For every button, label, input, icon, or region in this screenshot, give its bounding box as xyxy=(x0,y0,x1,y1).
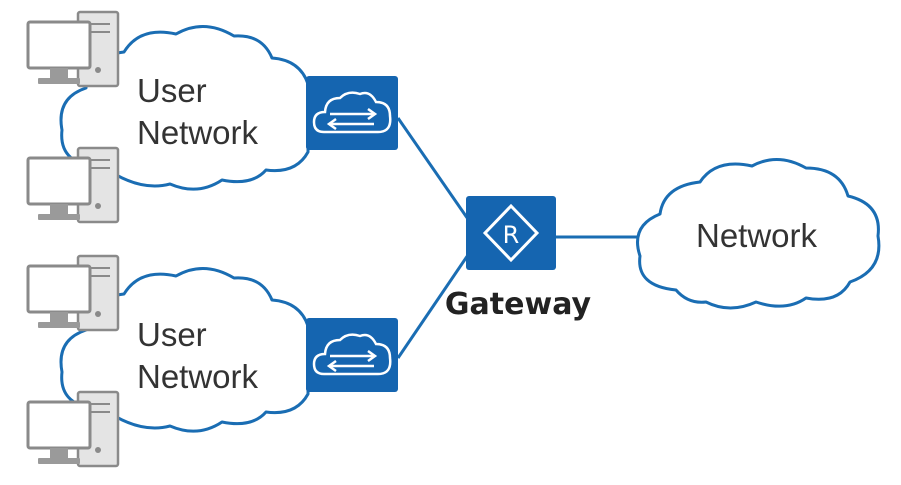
gateway-label: Gateway xyxy=(445,287,592,322)
desktop-computer-icon xyxy=(26,390,120,468)
network-label: Network xyxy=(696,217,818,254)
user-network-bottom-label-line1: User xyxy=(137,316,207,353)
user-network-cloud-bottom: User Network xyxy=(59,266,310,433)
network-cloud: Network xyxy=(636,158,881,310)
user-network-top-label-line1: User xyxy=(137,72,207,109)
gateway-router: R xyxy=(466,196,556,270)
router-glyph: R xyxy=(503,221,520,249)
link-bottom-switch-gateway xyxy=(396,251,472,359)
user-network-bottom-label-line2: Network xyxy=(137,358,259,395)
desktop-computer-icon xyxy=(26,254,120,332)
desktop-computer-icon xyxy=(26,146,120,224)
user-network-cloud-top: User Network xyxy=(59,24,310,191)
link-top-switch-gateway xyxy=(396,117,472,223)
cloud-switch-icon xyxy=(304,74,400,152)
router-icon xyxy=(466,196,556,270)
desktop-computer-icon xyxy=(26,10,120,88)
cloud-switch-icon xyxy=(304,316,400,394)
user-network-top-label-line2: Network xyxy=(137,114,259,151)
